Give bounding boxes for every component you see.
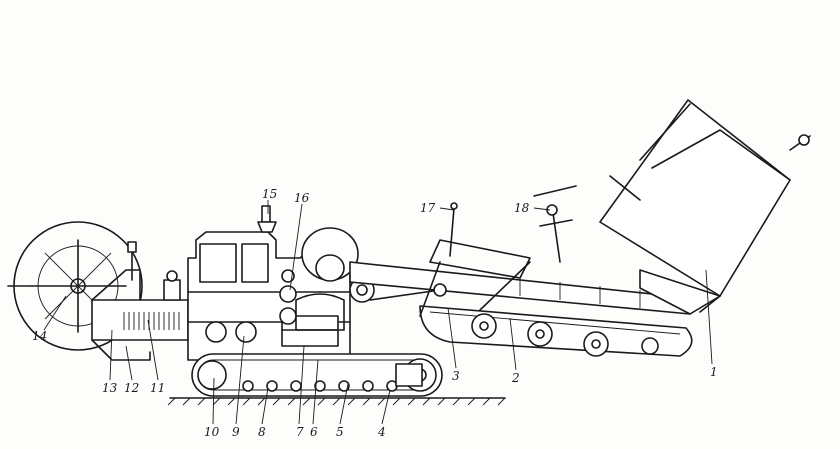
callout-16: 16: [294, 191, 310, 205]
callout-14: 14: [32, 329, 47, 343]
rotor-wheel: [7, 221, 143, 351]
leader-lines: [43, 200, 713, 425]
callout-11: 11: [150, 381, 165, 395]
callout-13: 13: [102, 381, 118, 395]
callout-2: 2: [511, 371, 520, 385]
callout-8: 8: [258, 425, 266, 439]
callout-3: 3: [452, 369, 460, 383]
callout-5: 5: [336, 425, 344, 439]
callout-10: 10: [204, 425, 220, 439]
callout-18: 18: [514, 201, 530, 215]
hopper: [599, 99, 811, 315]
callout-7: 7: [296, 425, 304, 439]
ground-line: [167, 397, 506, 406]
callout-4: 4: [377, 425, 386, 439]
front-housing: [91, 241, 189, 361]
inclined-conveyor: [349, 239, 693, 357]
callout-12: 12: [124, 381, 139, 395]
callout-17: 17: [420, 201, 436, 215]
drum: [301, 227, 375, 303]
control-levers: [449, 185, 577, 263]
callout-labels: 1 2 3 4 5 6 7 8 9 10 11 12 13 14 15 16 1…: [32, 187, 718, 439]
callout-6: 6: [310, 425, 318, 439]
callout-1: 1: [710, 365, 718, 379]
callout-15: 15: [262, 187, 277, 201]
callout-9: 9: [232, 425, 240, 439]
